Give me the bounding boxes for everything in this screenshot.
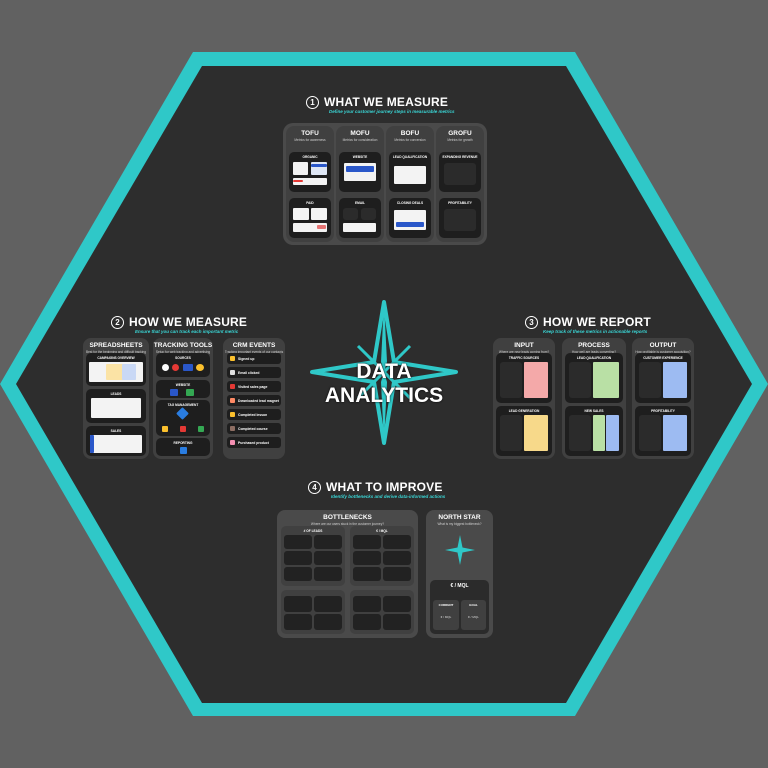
- column-tofu: TOFU Metrics for awareness ORGANIC PAID: [286, 126, 334, 242]
- email-icon: [230, 370, 235, 375]
- section-number: 3: [525, 315, 538, 329]
- card-paid[interactable]: PAID: [289, 198, 331, 238]
- column-title: MOFU: [350, 130, 370, 137]
- column-mofu: MOFU Metrics for consideration WEBSITE E…: [336, 126, 384, 242]
- card-expanding-revenue[interactable]: EXPANDING REVENUE: [439, 152, 481, 192]
- mql-action-grid: [350, 590, 414, 634]
- event-completed-lesson[interactable]: Completed lesson: [227, 409, 281, 420]
- leads-action-grid: [281, 590, 345, 634]
- card-tag-management[interactable]: TAG MANAGEMENT: [156, 400, 210, 436]
- section-number: 1: [306, 95, 319, 109]
- card-leads[interactable]: LEADS: [86, 389, 146, 423]
- event-downloaded-lead-magnet[interactable]: Downloaded lead magnet: [227, 395, 281, 406]
- mql-grid: € / MQL: [350, 526, 414, 586]
- section-subtitle: Identify bottlenecks and derive data-inf…: [331, 494, 446, 499]
- compass-star-icon: [310, 300, 458, 445]
- section-3-header: 3 HOW WE REPORT: [525, 315, 651, 329]
- section-title: HOW WE REPORT: [543, 315, 651, 329]
- event-signed-up[interactable]: Signed up: [227, 353, 281, 364]
- section-2-header: 2 HOW WE MEASURE: [111, 315, 247, 329]
- section-number: 2: [111, 315, 124, 329]
- event-completed-course[interactable]: Completed course: [227, 423, 281, 434]
- card-email[interactable]: EMAIL: [339, 198, 381, 238]
- card-lead-qualification[interactable]: LEAD QUALIFICATION: [389, 152, 431, 192]
- column-title: BOFU: [400, 130, 420, 137]
- card-website[interactable]: WEBSITE: [339, 152, 381, 192]
- current-box: CURRENT € / MQL: [433, 600, 459, 630]
- card-reporting[interactable]: REPORTING: [156, 438, 210, 456]
- card-lead-generation[interactable]: LEAD GENERATION: [496, 406, 552, 456]
- card-campaigns-overview[interactable]: CAMPAIGNS OVERVIEW: [86, 353, 146, 386]
- star-icon: [230, 356, 235, 361]
- column-tracking-tools: TRACKING TOOLS Setup for web tracking an…: [153, 338, 213, 459]
- column-subtitle: Metrics for growth: [447, 138, 473, 142]
- goal-box: GOAL € / MQL: [461, 600, 486, 630]
- cart-icon: [230, 440, 235, 445]
- download-icon: [230, 398, 235, 403]
- center-title-line2: ANALYTICS: [324, 384, 444, 407]
- section-title: HOW WE MEASURE: [129, 315, 248, 329]
- column-subtitle: Metrics for awareness: [294, 138, 326, 142]
- card-closing-deals[interactable]: CLOSING DEALS: [389, 198, 431, 238]
- book-icon: [230, 426, 235, 431]
- section-1-header: 1 WHAT WE MEASURE: [306, 95, 448, 109]
- card-sales[interactable]: SALES: [86, 426, 146, 456]
- event-visited-sales-page[interactable]: Visited sales page: [227, 381, 281, 392]
- section-subtitle: Define your customer journey steps in me…: [329, 109, 455, 114]
- column-subtitle: Metrics for conversion: [394, 138, 426, 142]
- column-bofu: BOFU Metrics for conversion LEAD QUALIFI…: [386, 126, 434, 242]
- column-title: TOFU: [301, 130, 319, 137]
- card-organic[interactable]: ORGANIC: [289, 152, 331, 192]
- column-process: PROCESS How well are leads converting? L…: [562, 338, 626, 459]
- north-star-metric-card: € / MQL CURRENT € / MQL GOAL € / MQL: [430, 580, 489, 634]
- card-website-tool[interactable]: WEBSITE: [156, 380, 210, 398]
- measure-panel: TOFU Metrics for awareness ORGANIC PAID …: [283, 123, 487, 245]
- card-traffic-sources[interactable]: TRAFFIC SOURCES: [496, 353, 552, 403]
- north-star-panel: NORTH STAR What is my biggest bottleneck…: [426, 510, 493, 638]
- column-input: INPUT Where are new leads coming from? T…: [493, 338, 555, 459]
- column-crm-events: CRM EVENTS Tracking important events of …: [223, 338, 285, 459]
- section-title: WHAT TO IMPROVE: [326, 480, 443, 494]
- pencil-icon: [230, 412, 235, 417]
- leads-grid: # OF LEADS: [281, 526, 345, 586]
- card-profitability[interactable]: PROFITABILITY: [439, 198, 481, 238]
- column-title: GROFU: [448, 130, 472, 137]
- section-subtitle: Keep track of these metrics in actionabl…: [543, 329, 648, 334]
- card-customer-experience[interactable]: CUSTOMER EXPERIENCE: [635, 353, 691, 403]
- column-spreadsheets: SPREADSHEETS Best for the beginning and …: [83, 338, 149, 459]
- section-title: WHAT WE MEASURE: [324, 95, 449, 109]
- column-output: OUTPUT How profitable is customer acquis…: [632, 338, 694, 459]
- card-new-sales[interactable]: NEW SALES: [565, 406, 623, 456]
- section-subtitle: Ensure that you can track each important…: [135, 329, 239, 334]
- event-email-clicked[interactable]: Email clicked: [227, 367, 281, 378]
- section-4-header: 4 WHAT TO IMPROVE: [308, 480, 443, 494]
- column-grofu: GROFU Metrics for growth EXPANDING REVEN…: [436, 126, 484, 242]
- section-number: 4: [308, 480, 321, 494]
- page-icon: [230, 384, 235, 389]
- event-purchased-product[interactable]: Purchased product: [227, 437, 281, 448]
- north-star-icon: [445, 535, 475, 565]
- column-subtitle: Metrics for consideration: [342, 138, 378, 142]
- card-profitability-report[interactable]: PROFITABILITY: [635, 406, 691, 456]
- center-title-line1: DATA: [356, 360, 412, 383]
- bottlenecks-panel: BOTTLENECKS Where are our users stuck in…: [277, 510, 418, 638]
- card-sources[interactable]: SOURCES: [156, 353, 210, 377]
- card-lead-qualification-report[interactable]: LEAD QUALIFICATION: [565, 353, 623, 403]
